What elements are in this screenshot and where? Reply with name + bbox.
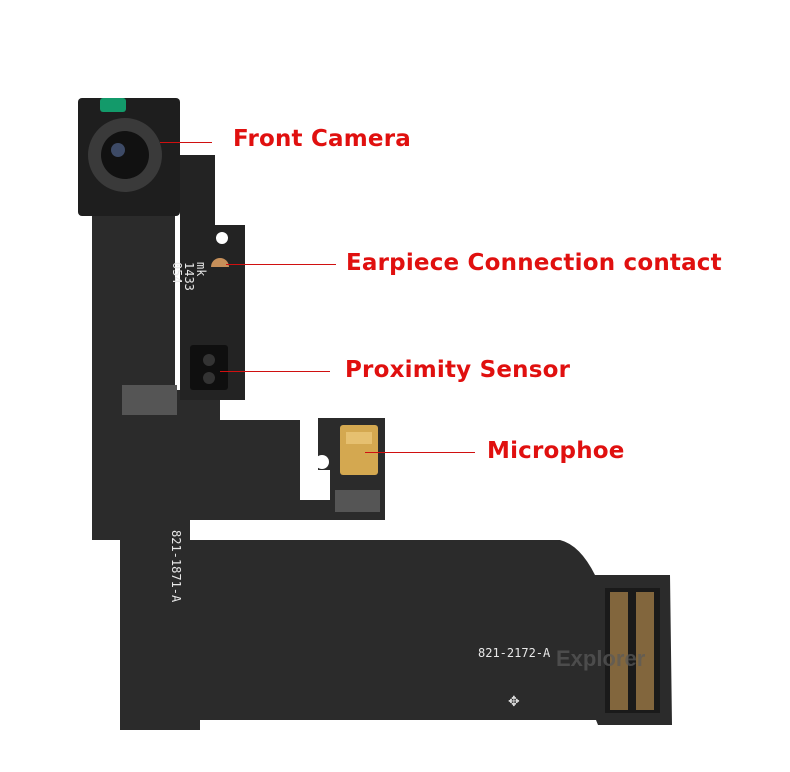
sensor-eye <box>203 372 215 384</box>
leader-line <box>160 142 212 143</box>
leader-line <box>220 371 330 372</box>
label-proximity-sensor: Proximity Sensor <box>345 357 571 383</box>
part-number-a: 821-1871-A <box>169 530 183 603</box>
microphone-marking <box>346 432 372 444</box>
smd-components <box>122 385 177 415</box>
silkscreen-code: mk 1433 054 <box>170 262 208 291</box>
label-front-camera: Front Camera <box>233 126 411 152</box>
mount-hole <box>315 455 329 469</box>
silk-line: 1433 <box>182 262 196 291</box>
connector-pins <box>610 592 654 710</box>
watermark: Explorer <box>556 646 646 671</box>
flex-cable <box>92 200 672 730</box>
leader-line <box>365 452 475 453</box>
proximity-sensor <box>190 345 228 390</box>
label-earpiece: Earpiece Connection contact <box>346 250 722 276</box>
label-microphone: Microphoe <box>487 438 625 464</box>
lens-reflection <box>111 143 125 157</box>
earpiece-strip <box>180 155 245 400</box>
fiducial-mark: ✥ <box>508 693 520 709</box>
part-number-b: 821-2172-A <box>478 646 551 660</box>
earpiece-contact <box>211 258 229 267</box>
sensor-eye <box>203 354 215 366</box>
silk-line: 054 <box>170 262 184 284</box>
camera-lens-inner <box>101 131 149 179</box>
silk-line: mk <box>194 262 208 277</box>
smd-components <box>335 490 380 512</box>
leader-line <box>226 264 336 265</box>
mount-hole <box>216 232 228 244</box>
camera-green-tab <box>100 98 126 112</box>
